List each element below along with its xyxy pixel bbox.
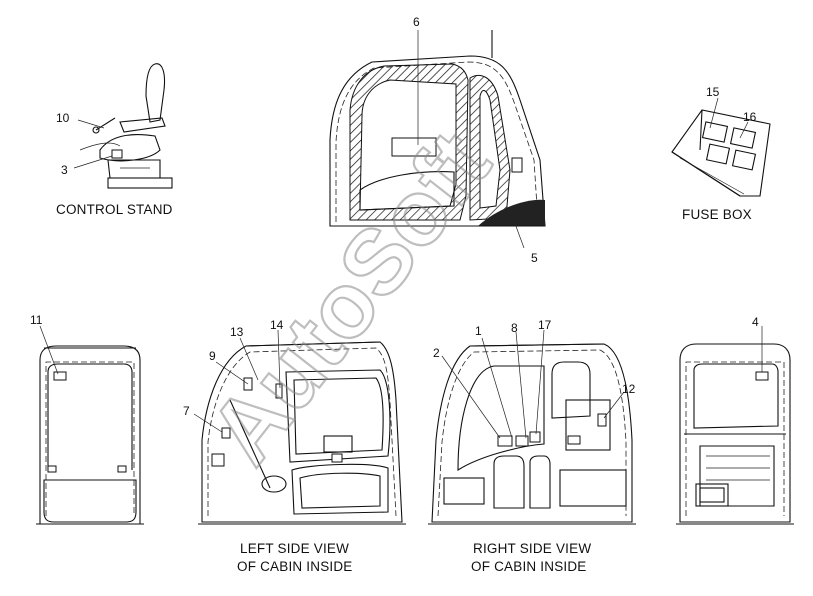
control-stand-drawing — [79, 63, 173, 189]
caption-control-stand: CONTROL STAND — [56, 202, 173, 217]
callout-16: 16 — [743, 110, 757, 124]
callout-6: 6 — [413, 15, 420, 29]
callout-7: 7 — [183, 404, 190, 418]
caption-right-side-line2: OF CABIN INSIDE — [471, 559, 587, 574]
callout-14: 14 — [270, 318, 284, 332]
callout-11: 11 — [30, 313, 43, 327]
callout-15: 15 — [706, 85, 720, 99]
caption-left-side-line1: LEFT SIDE VIEW — [240, 541, 349, 556]
callout-4: 4 — [752, 315, 759, 329]
caption-fuse-box: FUSE BOX — [682, 207, 752, 222]
cabin-rear-right-drawing — [676, 343, 794, 525]
callout-numbers: 6 5 10 3 15 16 11 4 7 9 13 14 1 2 8 17 1… — [30, 15, 759, 418]
callout-9: 9 — [209, 349, 216, 363]
caption-left-side-line2: OF CABIN INSIDE — [237, 559, 353, 574]
fuse-box-drawing — [671, 109, 771, 197]
captions: CONTROL STAND FUSE BOX LEFT SIDE VIEW OF… — [56, 202, 752, 574]
callout-17: 17 — [538, 318, 552, 332]
callout-5: 5 — [531, 251, 538, 265]
callout-3: 3 — [61, 163, 68, 177]
callout-13: 13 — [230, 325, 244, 339]
left-side-view-drawing — [198, 341, 406, 525]
leader-lines — [39, 30, 763, 439]
right-side-view-drawing — [428, 343, 636, 525]
callout-8: 8 — [511, 321, 518, 335]
cabin-rear-left-drawing — [36, 345, 144, 525]
callout-2: 2 — [433, 346, 440, 360]
callout-1: 1 — [475, 324, 482, 338]
cabin-exterior-drawing — [329, 30, 546, 227]
callout-12: 12 — [622, 382, 636, 396]
caption-right-side-line1: RIGHT SIDE VIEW — [473, 541, 591, 556]
callout-10: 10 — [56, 111, 70, 125]
